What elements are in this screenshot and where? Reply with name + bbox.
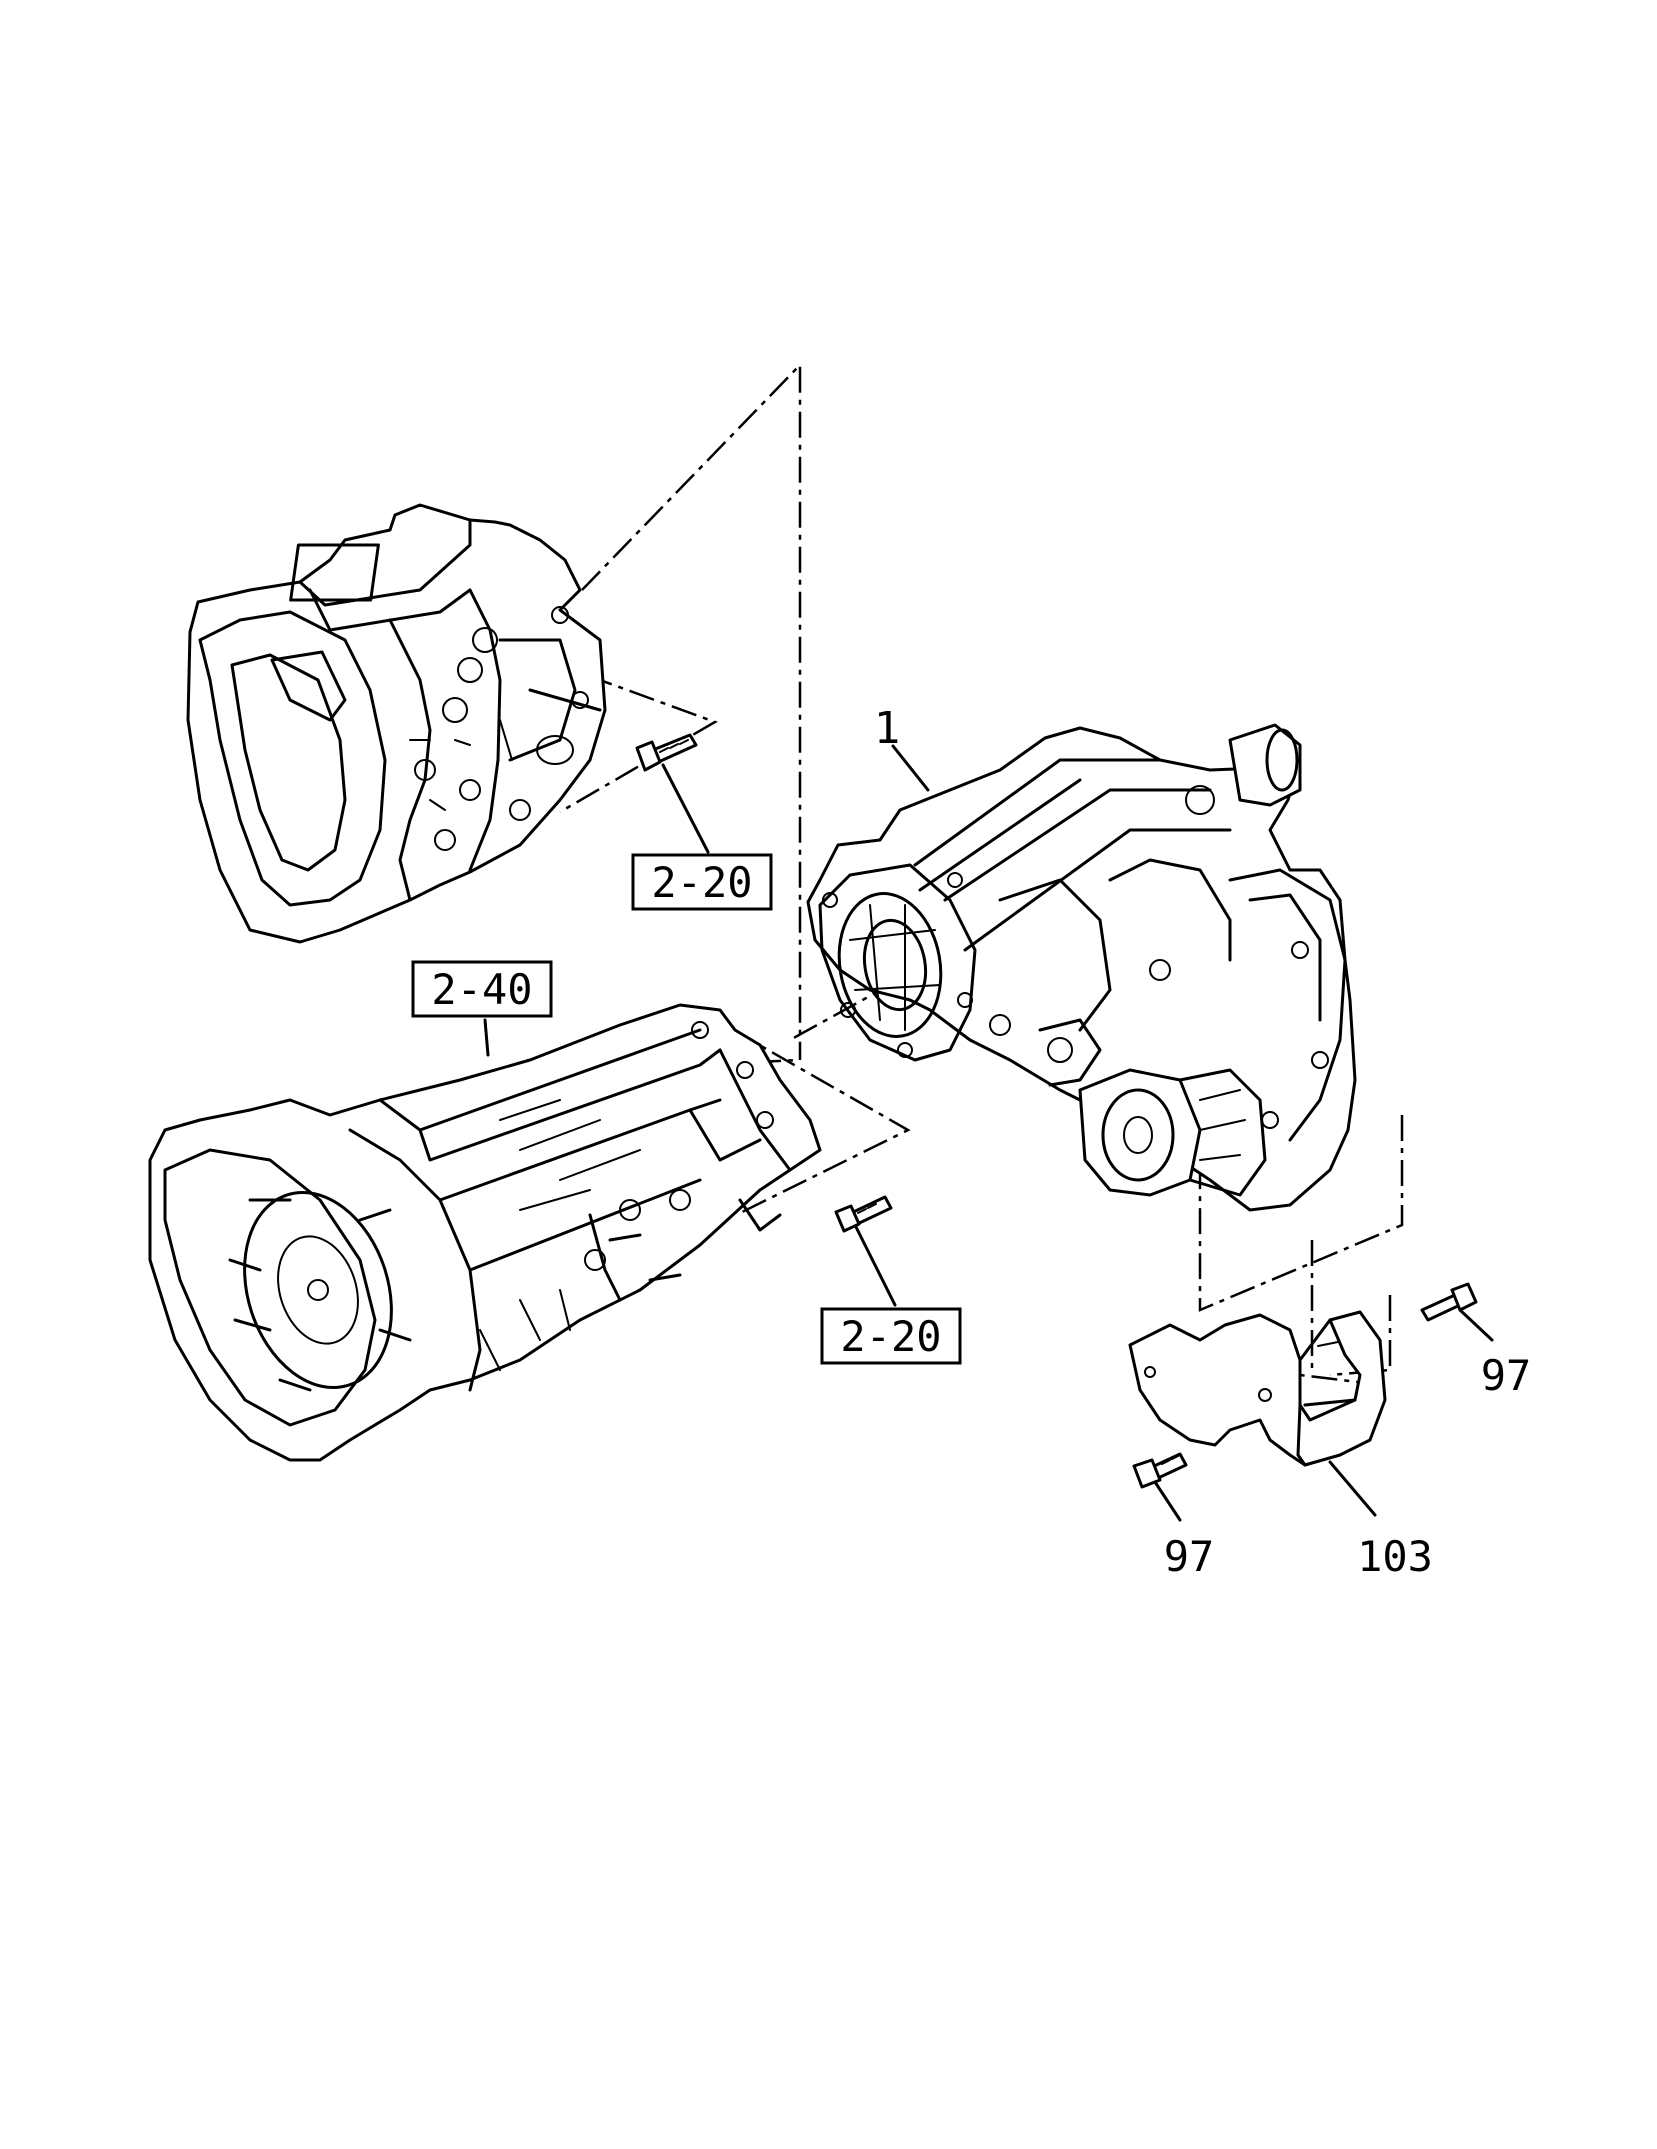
bracket (1128, 1310, 1387, 1467)
bolt-97-upper (1420, 1282, 1478, 1322)
bolt-manual-trans (635, 733, 698, 772)
callout-bolt-97-upper: 97 (1481, 1351, 1532, 1400)
callout-box-manual-trans (631, 853, 773, 911)
bolt-97-lower (1132, 1452, 1188, 1489)
bolt-auto-trans (834, 1195, 893, 1233)
callout-bracket: 103 (1357, 1532, 1433, 1581)
manual-transmission (186, 503, 607, 944)
callout-box-auto-trans-bolt (820, 1307, 962, 1365)
callout-auto-trans-ref[interactable]: 2-40 (431, 965, 532, 1014)
callout-auto-trans-bolt-ref[interactable]: 2-20 (840, 1312, 941, 1361)
callouts: 1 2-20 2-40 2-20 97 97 103 (411, 703, 1532, 1581)
leader-lines (483, 744, 1494, 1522)
transfer-case (806, 723, 1357, 1212)
bolts (635, 733, 1478, 1489)
callout-bolt-97-lower: 97 (1164, 1532, 1215, 1581)
callout-transfer-case: 1 (874, 703, 901, 754)
callout-box-auto-trans (411, 960, 553, 1018)
callout-manual-trans-ref[interactable]: 2-20 (651, 858, 752, 907)
automatic-transmission (148, 1003, 822, 1462)
